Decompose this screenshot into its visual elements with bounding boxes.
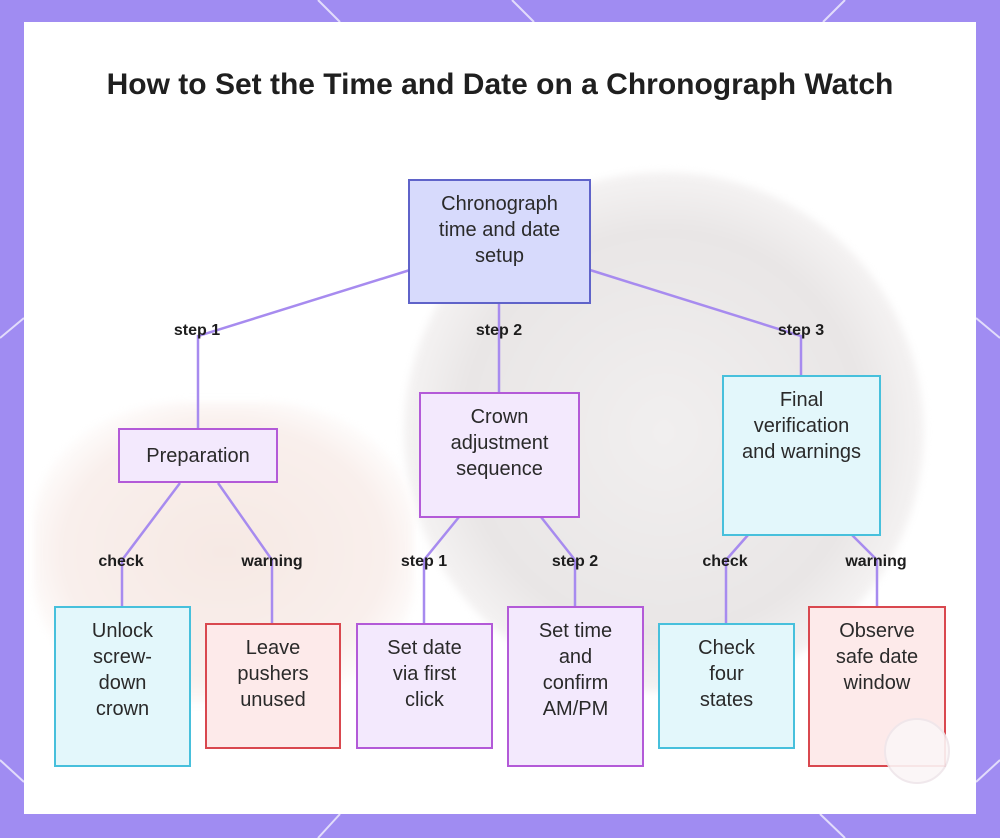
edge-label-step-3: step 3 (777, 322, 825, 339)
final-verification-node: Final verification and warnings (722, 375, 881, 536)
root-node: Chronograph time and date setup (408, 179, 591, 304)
edge-final-observe (851, 534, 879, 606)
edge-label-sub-step-2: step 2 (551, 553, 599, 570)
watermark-logo-icon (884, 718, 950, 784)
unlock-crown-node: Unlock screw-down crown (54, 606, 191, 767)
edge-root-final (589, 268, 803, 375)
edge-root-preparation (196, 268, 411, 428)
edge-label-final-check: check (702, 553, 748, 570)
diagram-title: How to Set the Time and Date on a Chrono… (106, 68, 894, 101)
edge-label-final-warning: warning (845, 553, 907, 570)
preparation-node: Preparation (118, 428, 278, 483)
check-states-node: Check four states (658, 623, 795, 749)
edge-crown-setdate (422, 516, 460, 623)
edge-label-step-1: step 1 (173, 322, 221, 339)
edge-label-warning: warning (241, 553, 303, 570)
edge-crown-settime (540, 516, 577, 606)
edge-label-step-2: step 2 (475, 322, 523, 339)
edge-final-check (724, 534, 749, 623)
leave-pushers-node: Leave pushers unused (205, 623, 341, 749)
set-time-node: Set time and confirm AM/PM (507, 606, 644, 767)
edge-label-check: check (98, 553, 144, 570)
set-date-node: Set date via first click (356, 623, 493, 749)
crown-sequence-node: Crown adjustment sequence (419, 392, 580, 518)
edge-prep-unlock (120, 482, 181, 606)
edge-label-sub-step-1: step 1 (400, 553, 448, 570)
edge-prep-leave (216, 482, 274, 623)
